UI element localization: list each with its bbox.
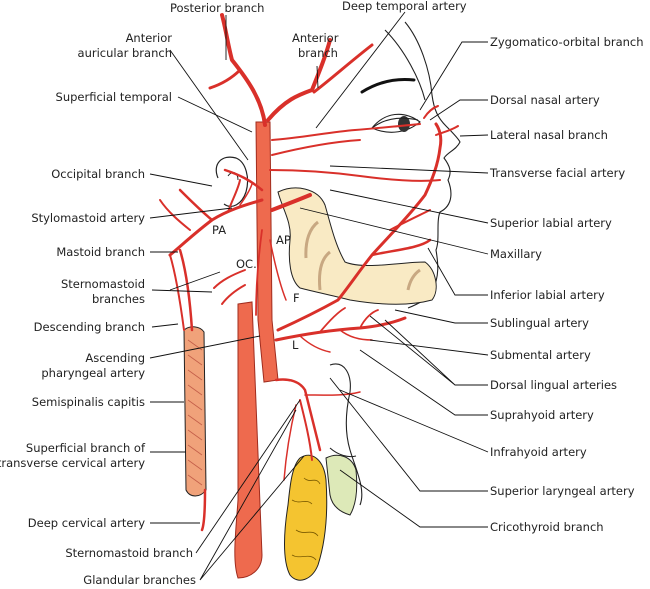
anterior-branch-label-1: Anterior [292, 31, 339, 45]
neck-structures [284, 363, 363, 581]
external-carotid-artery [234, 121, 279, 579]
transverse-facial-label: Transverse facial artery [489, 166, 625, 180]
superficial-transverse-label-2: transverse cervical artery [0, 456, 145, 470]
deep-temporal-label: Deep temporal artery [342, 0, 467, 13]
occipital-branch-label: Occipital branch [51, 167, 145, 181]
deep-cervical-label: Deep cervical artery [28, 516, 145, 530]
zygomatico-orbital-label: Zygomatico-orbital branch [490, 35, 644, 49]
sublingual-label: Sublingual artery [490, 316, 589, 330]
inner-labels: PA AP OC. F L [212, 223, 300, 352]
inferior-labial-label: Inferior labial artery [490, 288, 605, 302]
branch-arteries [159, 13, 459, 532]
face-profile [360, 21, 461, 309]
stylomastoid-label: Stylomastoid artery [31, 211, 145, 225]
anterior-auricular-label-1: Anterior [126, 31, 173, 45]
mandible [277, 187, 437, 305]
dorsal-nasal-label: Dorsal nasal artery [490, 93, 600, 107]
anterior-branch-label-2: branch [298, 46, 338, 60]
cricothyroid-label: Cricothyroid branch [490, 520, 604, 534]
leader-lines [149, 11, 489, 581]
lateral-nasal-label: Lateral nasal branch [490, 128, 608, 142]
maxillary-label: Maxillary [490, 247, 542, 261]
ap-label: AP [276, 233, 291, 247]
sternomastoid-branches-label-2: branches [92, 292, 145, 306]
superior-laryngeal-label: Superior laryngeal artery [490, 484, 635, 498]
infrahyoid-label: Infrahyoid artery [490, 445, 587, 459]
f-label: F [293, 291, 300, 305]
descending-branch-label: Descending branch [34, 320, 145, 334]
ascending-pharyngeal-label-2: pharyngeal artery [41, 366, 145, 380]
sternomastoid-branch-label: Sternomastoid branch [65, 546, 193, 560]
sternomastoid-branches-label-1: Sternomastoid [61, 277, 145, 291]
mastoid-label: Mastoid branch [56, 245, 145, 259]
semispinalis-muscle [183, 326, 207, 497]
superior-labial-label: Superior labial artery [490, 216, 612, 230]
oc-label: OC. [236, 257, 257, 271]
l-label: L [292, 338, 299, 352]
suprahyoid-label: Suprahyoid artery [490, 408, 594, 422]
dorsal-lingual-label: Dorsal lingual arteries [490, 378, 617, 392]
posterior-branch-label: Posterior branch [170, 1, 264, 15]
pa-label: PA [212, 223, 226, 237]
ear [215, 156, 249, 207]
glandular-branches-label: Glandular branches [83, 573, 196, 587]
semispinalis-label: Semispinalis capitis [32, 395, 145, 409]
ascending-pharyngeal-label-1: Ascending [85, 351, 145, 365]
superficial-transverse-label-1: Superficial branch of [26, 441, 146, 455]
submental-label: Submental artery [490, 348, 591, 362]
superficial-temporal-label: Superficial temporal [56, 90, 172, 104]
anterior-auricular-label-2: auricular branch [78, 46, 172, 60]
